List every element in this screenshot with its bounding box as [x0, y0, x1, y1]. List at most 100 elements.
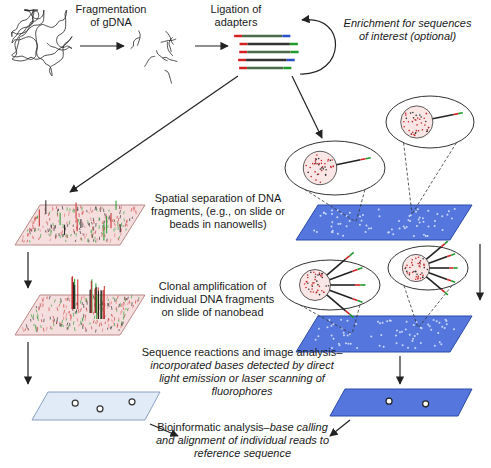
bead-texture [319, 294, 321, 296]
surface-fragment [106, 296, 108, 299]
well-bead [339, 223, 341, 225]
bound-fragment [116, 201, 117, 210]
well-bead [350, 343, 352, 345]
dna-fragment [144, 56, 155, 67]
annotation-text: Bioinformatic analysis– [157, 421, 270, 433]
flow-arrow [27, 252, 28, 288]
surface-fragment [131, 208, 133, 212]
well-bead [387, 231, 389, 233]
surface-fragment [49, 296, 51, 299]
annotation-text: Clonal amplification of individual DNA f… [151, 280, 275, 318]
well-bead [405, 329, 407, 331]
surface-fragment [114, 233, 115, 237]
bead-texture [325, 174, 327, 176]
well-bead [370, 335, 372, 337]
well-bead [416, 333, 418, 335]
surface-fragment [37, 314, 39, 318]
surface-fragment [125, 223, 126, 227]
zoom-leader [404, 143, 412, 214]
well-bead [399, 331, 401, 333]
surface-fragment [65, 298, 66, 301]
bound-fragment [77, 219, 78, 232]
bound-fragment [76, 203, 77, 219]
surface-fragment [95, 329, 96, 332]
surface-fragment [49, 218, 50, 221]
bead-texture [319, 286, 321, 288]
adapter-end [239, 51, 247, 54]
well-bead [421, 327, 423, 329]
surface-fragment [138, 297, 139, 299]
surface-fragment [56, 321, 58, 325]
bead-texture [315, 273, 317, 275]
surface-fragment [121, 206, 122, 209]
bead-texture [424, 124, 426, 126]
bead-texture [411, 133, 413, 135]
surface-fragment [123, 322, 124, 324]
surface-fragment [34, 324, 35, 327]
surface-fragment [22, 327, 24, 331]
surface-fragment [107, 225, 108, 228]
surface-fragment [101, 233, 103, 237]
surface-fragment [30, 319, 31, 322]
zoom-callout [280, 260, 380, 310]
bound-fragment [64, 225, 65, 235]
well-bead [434, 345, 436, 347]
well-bead [331, 221, 333, 223]
surface-fragment [79, 228, 81, 230]
bead-texture [321, 170, 323, 172]
surface-fragment [46, 327, 47, 331]
surface-fragment [104, 220, 106, 222]
well-bead [346, 320, 348, 322]
surface-fragment [110, 327, 111, 330]
well-bead [411, 340, 413, 342]
surface-fragment [27, 240, 29, 243]
dna-strand [429, 273, 447, 280]
surface-fragment [52, 208, 53, 211]
well-bead [320, 215, 322, 217]
surface-fragment [93, 320, 95, 323]
bead-texture [422, 277, 424, 279]
surface-fragment [73, 321, 74, 325]
flow-arrow [292, 76, 322, 138]
adapter-end [358, 301, 363, 303]
surface-fragment [105, 322, 106, 325]
surface-fragment [50, 234, 51, 237]
bead-texture [307, 282, 309, 284]
well-bead [340, 212, 342, 214]
well-bead [427, 225, 429, 227]
surface-fragment [116, 307, 117, 310]
well-bead [330, 325, 332, 327]
amplified-cluster [104, 286, 105, 319]
surface-fragment [69, 323, 70, 326]
surface-fragment [129, 300, 131, 303]
bead-texture [321, 277, 323, 279]
label-block: Bioinformatic analysis–base calling and … [150, 421, 335, 460]
well-bead [437, 332, 439, 334]
surface-fragment [95, 223, 96, 227]
well-bead [390, 320, 392, 322]
well-bead [403, 226, 405, 228]
well-bead [429, 325, 431, 327]
bead-texture [415, 271, 417, 273]
bead-texture [309, 167, 311, 169]
surface-fragment [36, 310, 37, 313]
surface-fragment [81, 212, 82, 215]
surface-fragment [118, 227, 119, 230]
surface-fragment [37, 238, 39, 240]
bead-texture [415, 278, 417, 280]
bead-texture [408, 121, 410, 123]
adapter-end [453, 267, 457, 269]
surface-fragment [102, 328, 104, 332]
adapter-end [458, 112, 463, 115]
surface-fragment [91, 222, 93, 224]
bead-texture [322, 166, 324, 168]
surface-fragment [78, 309, 79, 313]
zoom-leader [404, 286, 418, 328]
bead-texture [410, 112, 412, 114]
surface-fragment [73, 229, 75, 232]
surface-fragment [75, 303, 77, 306]
surface-fragment [113, 220, 115, 223]
surface-fragment [114, 323, 115, 326]
amplified-cluster [73, 282, 74, 309]
